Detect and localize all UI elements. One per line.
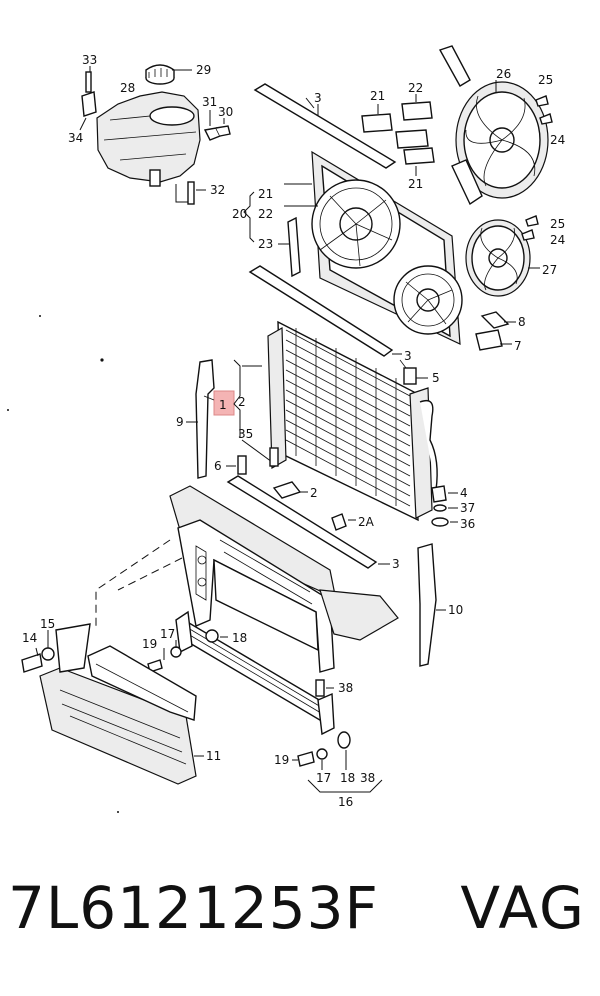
callout-1: 1 (219, 398, 227, 412)
callout-8: 8 (518, 315, 526, 329)
callout-32: 32 (210, 183, 225, 197)
callout-24-bottom: 24 (550, 233, 565, 247)
lower-cooler (175, 610, 335, 736)
highlighted-part-marker (213, 390, 235, 416)
callout-38-upper: 38 (338, 681, 353, 695)
callout-23: 23 (258, 237, 273, 251)
callout-3-lower: 3 (392, 557, 400, 571)
callout-10: 10 (448, 603, 463, 617)
callout-16: 16 (338, 795, 353, 809)
fan-shroud (311, 150, 463, 345)
callout-20: 20 (232, 207, 247, 221)
callout-25-top: 25 (538, 73, 553, 87)
lock-carrier (169, 485, 399, 673)
radiator-fan-large (438, 45, 549, 206)
callout-19-lower: 19 (274, 753, 289, 767)
callout-22-top: 22 (408, 81, 423, 95)
callout-11: 11 (206, 749, 221, 763)
callout-31: 31 (202, 95, 217, 109)
expansion-tank (81, 64, 231, 205)
callout-4: 4 (460, 486, 468, 500)
callout-21-top: 21 (370, 89, 385, 103)
callout-24-top: 24 (550, 133, 565, 147)
callout-3-top: 3 (314, 91, 322, 105)
callout-17-upper: 17 (160, 627, 175, 641)
callout-2A: 2A (358, 515, 375, 529)
callout-28: 28 (120, 81, 135, 95)
callout-26: 26 (496, 67, 511, 81)
callout-2-radiator: 2 (238, 395, 246, 409)
callout-29: 29 (196, 63, 211, 77)
callout-21-shroud: 21 (258, 187, 273, 201)
callout-2-mount: 2 (310, 486, 318, 500)
callout-36: 36 (460, 517, 475, 531)
callout-5: 5 (432, 371, 440, 385)
callout-17-lower: 17 (316, 771, 331, 785)
callout-21-mid: 21 (408, 177, 423, 191)
caption-bar: 7L6121253F VAG (0, 870, 600, 960)
callout-22-shroud: 22 (258, 207, 273, 221)
callout-9: 9 (176, 415, 184, 429)
exploded-parts-diagram: 33 29 28 31 30 34 32 3 21 22 21 26 25 24… (7, 45, 565, 813)
callout-38-lower: 38 (360, 771, 375, 785)
callout-30: 30 (218, 105, 233, 119)
radiator-fan-small (465, 219, 531, 297)
callout-25-bottom: 25 (550, 217, 565, 231)
callout-27: 27 (542, 263, 557, 277)
callout-14: 14 (22, 631, 37, 645)
part-number: 7L6121253F (8, 874, 379, 942)
callout-35: 35 (238, 427, 253, 441)
brand-name: VAG (460, 874, 586, 942)
callout-33: 33 (82, 53, 97, 67)
radiator (267, 320, 438, 522)
callout-7: 7 (514, 339, 522, 353)
air-guide (39, 623, 197, 785)
callout-3-mid: 3 (404, 349, 412, 363)
callout-34: 34 (68, 131, 83, 145)
callout-18-lower: 18 (340, 771, 355, 785)
callout-18-upper: 18 (232, 631, 247, 645)
callout-37: 37 (460, 501, 475, 515)
callout-6: 6 (214, 459, 222, 473)
callout-15: 15 (40, 617, 55, 631)
callout-19-upper: 19 (142, 637, 157, 651)
